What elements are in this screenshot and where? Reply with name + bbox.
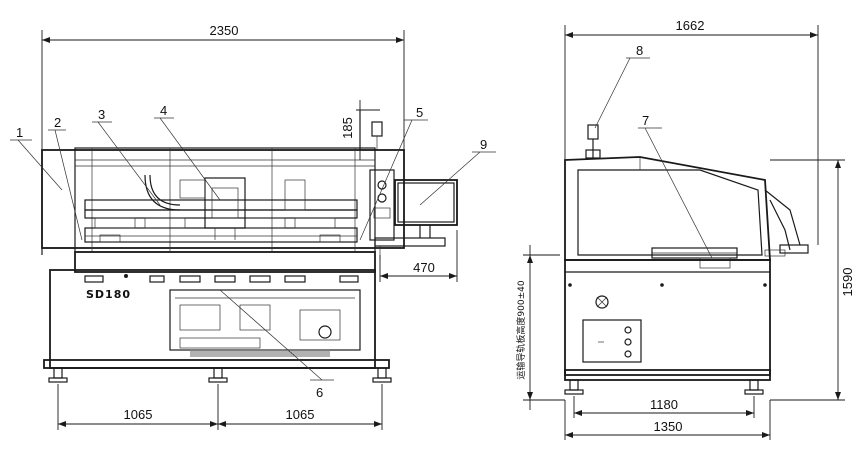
callout-8: 8: [636, 43, 643, 58]
dim-left-leg: 1065: [124, 407, 153, 422]
callout-6: 6: [316, 385, 323, 400]
brand-label: SD180: [86, 288, 131, 301]
dim-overall-height: 1590: [840, 268, 855, 297]
callout-7: 7: [642, 113, 649, 128]
callout-9: 9: [480, 137, 487, 152]
side-callouts: 8 7: [594, 43, 713, 259]
dim-foot-span: 1180: [650, 397, 678, 412]
front-feet: [48, 367, 392, 383]
callout-5: 5: [416, 105, 423, 120]
front-view: 2350: [10, 23, 496, 430]
dim-overall-depth: 1662: [676, 18, 705, 33]
callout-1: 1: [16, 125, 23, 140]
dim-top-offset: 185: [340, 117, 355, 139]
callout-2: 2: [54, 115, 61, 130]
callout-4: 4: [160, 103, 167, 118]
dim-height-note: 运输导轨板高度900±40: [515, 280, 527, 379]
callout-3: 3: [98, 107, 105, 122]
dim-overall-width: 2350: [210, 23, 239, 38]
side-view: 1662 1590 运输导轨板高度900±40: [515, 18, 855, 440]
dim-screen-offset: 470: [413, 260, 435, 275]
front-callouts: 1 2 3 4 5 6 9: [10, 103, 496, 400]
dim-right-leg: 1065: [286, 407, 315, 422]
dim-base-depth: 1350: [654, 419, 683, 434]
side-feet: [564, 379, 764, 395]
